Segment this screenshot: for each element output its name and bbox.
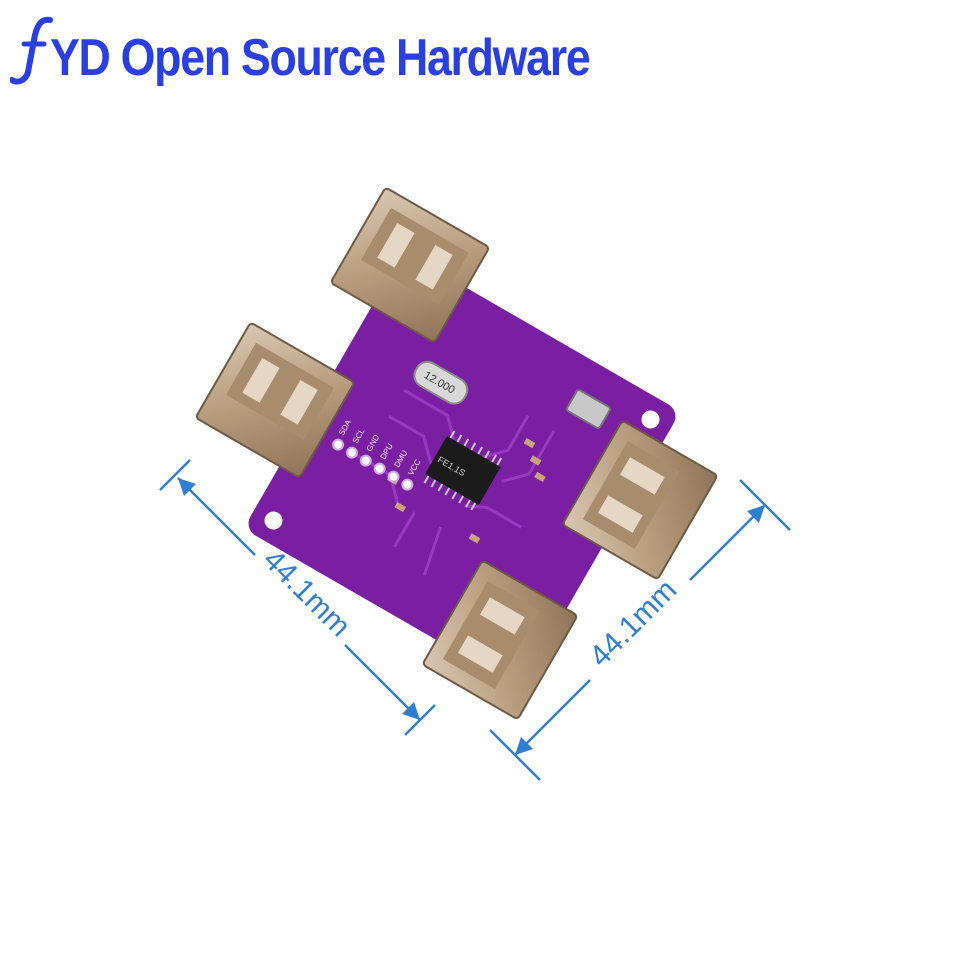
micro-usb-port <box>566 389 611 429</box>
usb-port-top <box>331 187 489 343</box>
usb-port-bottom <box>422 561 578 719</box>
chip-pins <box>423 430 503 511</box>
brand-title: YD Open Source Hardware <box>50 29 591 87</box>
usb-port-left <box>196 322 354 478</box>
usb-hub-board <box>248 256 676 684</box>
pin-header <box>332 438 414 491</box>
dimension-right <box>489 479 791 781</box>
dimension-right-label: 44.1mm <box>583 573 683 673</box>
brand-logo: YD Open Source Hardware <box>10 14 677 88</box>
brand-swash-icon <box>10 16 53 85</box>
hub-chip <box>425 435 501 506</box>
crystal <box>413 360 469 405</box>
usb-port-right <box>562 421 718 579</box>
dimension-left <box>159 459 436 736</box>
